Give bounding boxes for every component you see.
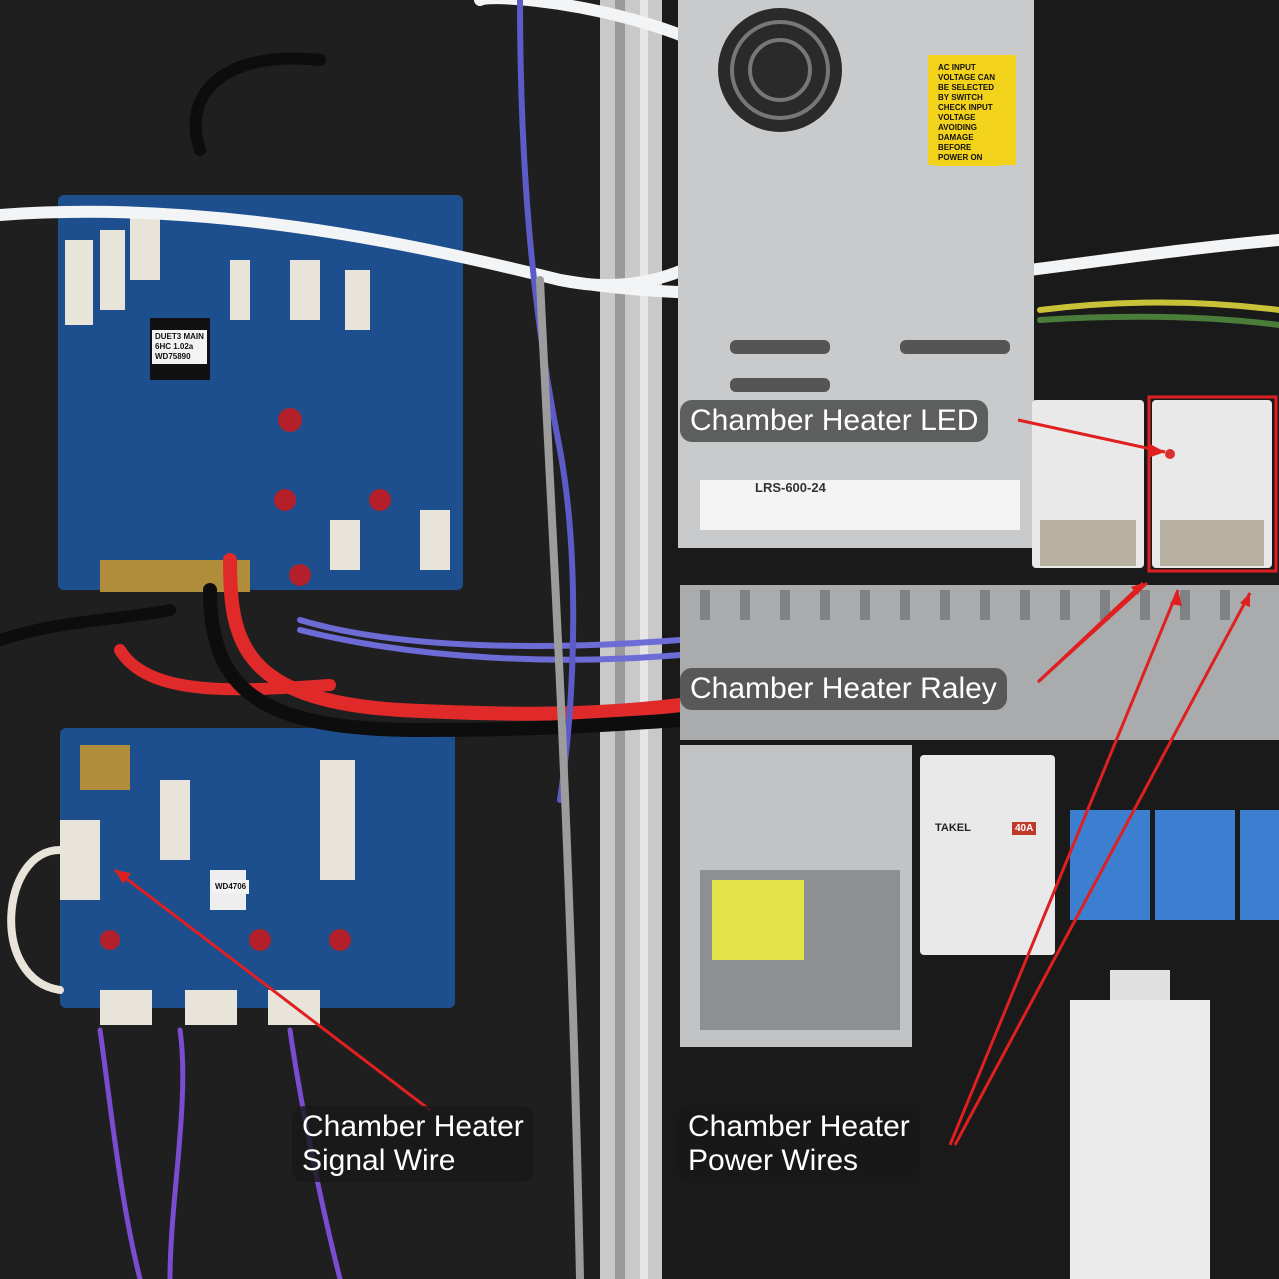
arrow-led xyxy=(1017,418,1166,454)
arrow-signal xyxy=(114,868,431,1112)
expansion-board-label: WD4706 xyxy=(212,880,250,894)
ssr-relay-2 xyxy=(920,755,1055,955)
cable-duct xyxy=(680,585,1279,740)
chamber-heater-led-callout: Chamber Heater LED xyxy=(680,400,989,442)
ssr-rating-label: 40A xyxy=(1012,822,1037,835)
signal-wire-line2: Signal Wire xyxy=(302,1144,456,1177)
circuit-breaker xyxy=(1070,970,1210,1279)
expansion-board xyxy=(60,728,455,1025)
chamber-heater-signal-wire-callout: Chamber Heater Signal Wire xyxy=(292,1106,534,1182)
power-wires-line2: Power Wires xyxy=(688,1144,859,1177)
red-power-cable xyxy=(223,553,687,721)
ssr-relay-chamber-heater xyxy=(1152,400,1272,568)
fuse-blocks xyxy=(1070,810,1279,920)
chamber-heater-power-wires-callout: Chamber Heater Power Wires xyxy=(678,1106,920,1182)
left-panel xyxy=(0,0,605,1279)
power-wires-line1: Chamber Heater xyxy=(688,1110,910,1143)
chamber-heater-relay-callout: Chamber Heater Raley xyxy=(680,668,1007,710)
signal-wire-line1: Chamber Heater xyxy=(302,1110,524,1143)
psu-model-label: LRS-600-24 xyxy=(755,480,826,495)
chamber-heater-led-indicator xyxy=(1165,449,1175,459)
highlight-box xyxy=(1147,395,1278,573)
arrow-power-1 xyxy=(948,589,1180,1146)
ssr-brand-label: TAKEL xyxy=(935,822,971,834)
main-controller-board xyxy=(58,195,463,592)
black-power-cable xyxy=(203,583,687,738)
small-power-supply xyxy=(680,745,912,1047)
main-board-label: DUET3 MAIN 6HC 1.02a WD75890 xyxy=(152,330,207,364)
arrow-relay-2 xyxy=(1036,581,1149,684)
arrow-power-2 xyxy=(953,592,1252,1146)
psu-warning-label: AC INPUT VOLTAGE CAN BE SELECTED BY SWIT… xyxy=(935,60,1001,166)
